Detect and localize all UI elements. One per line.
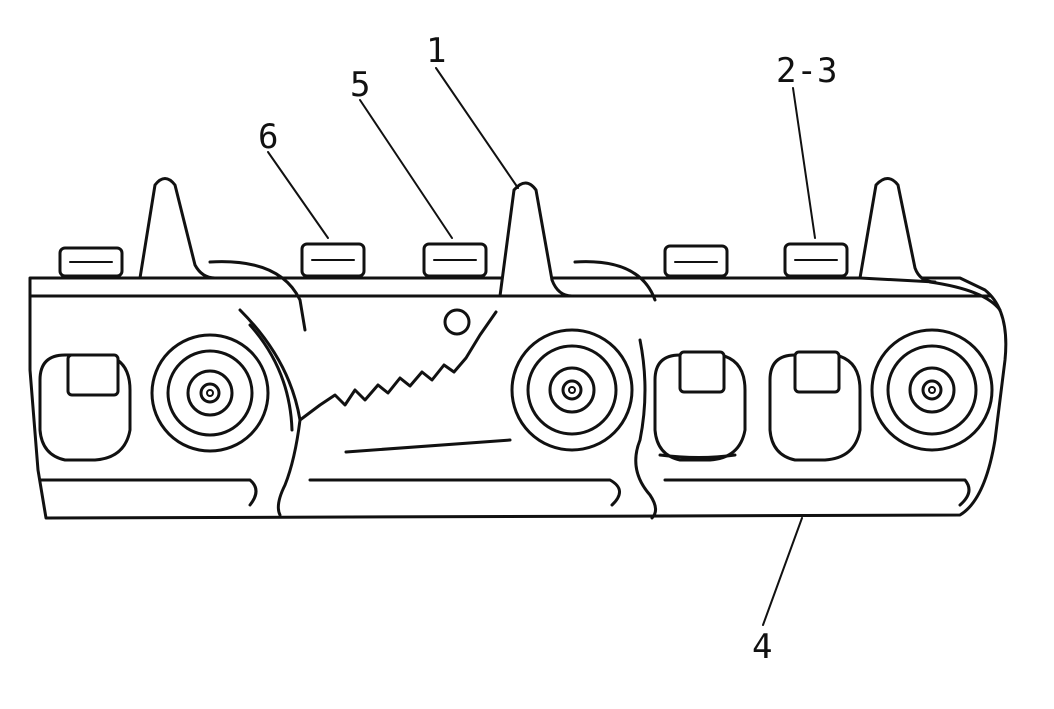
grouser-center xyxy=(498,181,574,298)
leader-1 xyxy=(435,67,519,189)
bolt-4 xyxy=(663,244,729,278)
chain-body-outline xyxy=(28,276,1008,520)
joint-right-inner xyxy=(658,453,737,459)
label-part-1: 1 xyxy=(426,31,446,71)
label-part-4: 4 xyxy=(752,627,772,667)
wedge-lower-line xyxy=(344,438,512,454)
bottom-shoe xyxy=(38,478,971,507)
curved-plate-center xyxy=(208,260,307,332)
joint-left xyxy=(238,308,302,517)
wedge-hole xyxy=(443,308,471,336)
roller-left xyxy=(150,333,270,453)
pin-block-1 xyxy=(66,353,120,397)
bolt-2 xyxy=(300,242,366,278)
leader-4 xyxy=(762,517,803,626)
label-part-5: 5 xyxy=(350,65,370,105)
curved-plate-right xyxy=(573,260,657,302)
pin-block-3 xyxy=(793,350,841,394)
bolt-5 xyxy=(783,242,849,278)
link-window-1 xyxy=(38,353,132,462)
label-part-6: 6 xyxy=(258,117,278,157)
serrated-wedge xyxy=(298,310,498,422)
bolt-1 xyxy=(58,246,124,278)
pin-block-2 xyxy=(678,350,726,394)
curved-plate-end xyxy=(928,280,1002,312)
link-window-3 xyxy=(768,353,862,462)
roller-right xyxy=(870,328,994,452)
leader-5 xyxy=(359,99,453,239)
grouser-left xyxy=(138,177,217,280)
roller-center xyxy=(510,328,634,452)
joint-left-inner xyxy=(248,323,294,432)
leader-6 xyxy=(267,151,329,239)
joint-right xyxy=(634,338,657,520)
label-part-2-3: 2-3 xyxy=(776,51,837,91)
leader-2-3 xyxy=(792,87,816,239)
grouser-right xyxy=(858,177,937,284)
bolt-3 xyxy=(422,242,488,278)
